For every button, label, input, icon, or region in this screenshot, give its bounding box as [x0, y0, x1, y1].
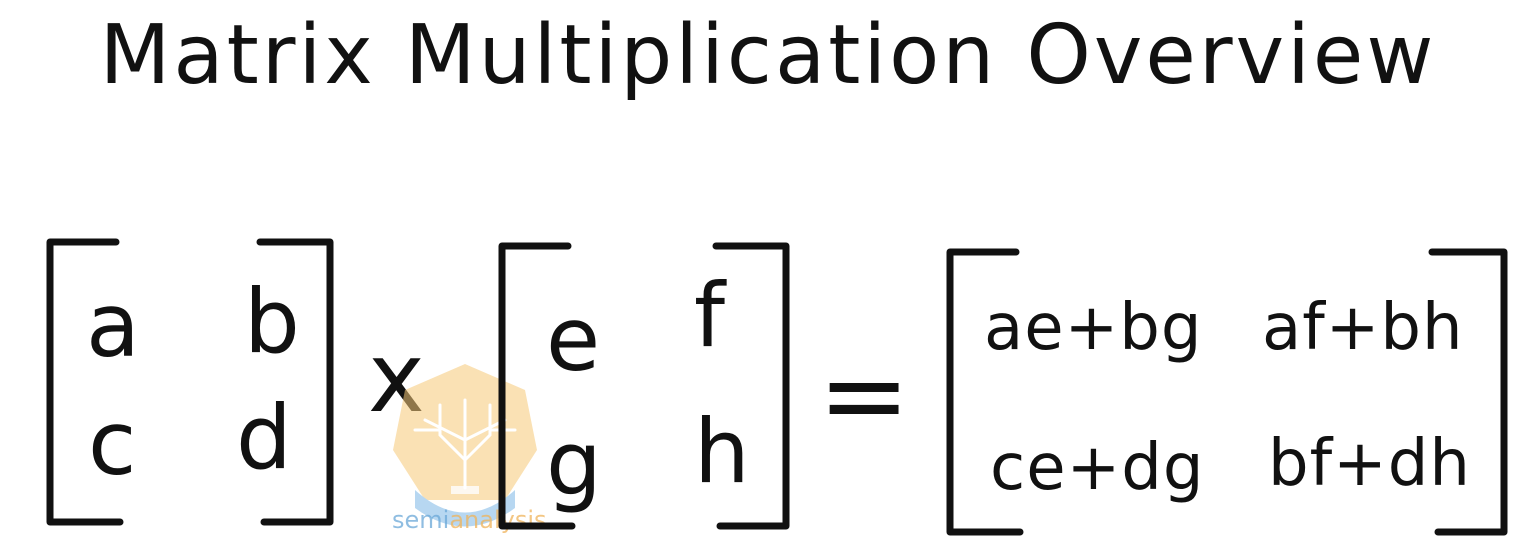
- matrix-b-cell-g: g: [546, 412, 602, 515]
- matrix-a-right-bracket: [256, 238, 334, 526]
- matrix-result-cell-11: ae+bg: [984, 291, 1203, 365]
- matrix-result-cell-21: ce+dg: [990, 431, 1205, 505]
- matrix-a-cell-b: b: [244, 270, 300, 373]
- matrix-b-cell-h: h: [694, 400, 750, 503]
- matrix-result-cell-22: bf+dh: [1268, 427, 1471, 501]
- matrix-b-cell-e: e: [546, 288, 601, 391]
- diagram-title: Matrix Multiplication Overview: [99, 8, 1437, 103]
- matrix-a-cell-d: d: [236, 386, 292, 489]
- matrix-result-cell-12: af+bh: [1262, 291, 1464, 365]
- matrix-b-cell-f: f: [694, 264, 725, 367]
- equals-operator: =: [818, 331, 911, 459]
- matrix-result-left-bracket: [946, 248, 1024, 536]
- matrix-a-cell-c: c: [88, 392, 137, 495]
- matrix-b-left-bracket: [498, 242, 576, 530]
- matrix-result-right-bracket: [1428, 248, 1508, 536]
- matrix-a-cell-a: a: [86, 274, 140, 377]
- matrix-a-left-bracket: [46, 238, 124, 526]
- matrix-b-right-bracket: [712, 242, 790, 530]
- watermark-text-main: semi: [392, 506, 450, 534]
